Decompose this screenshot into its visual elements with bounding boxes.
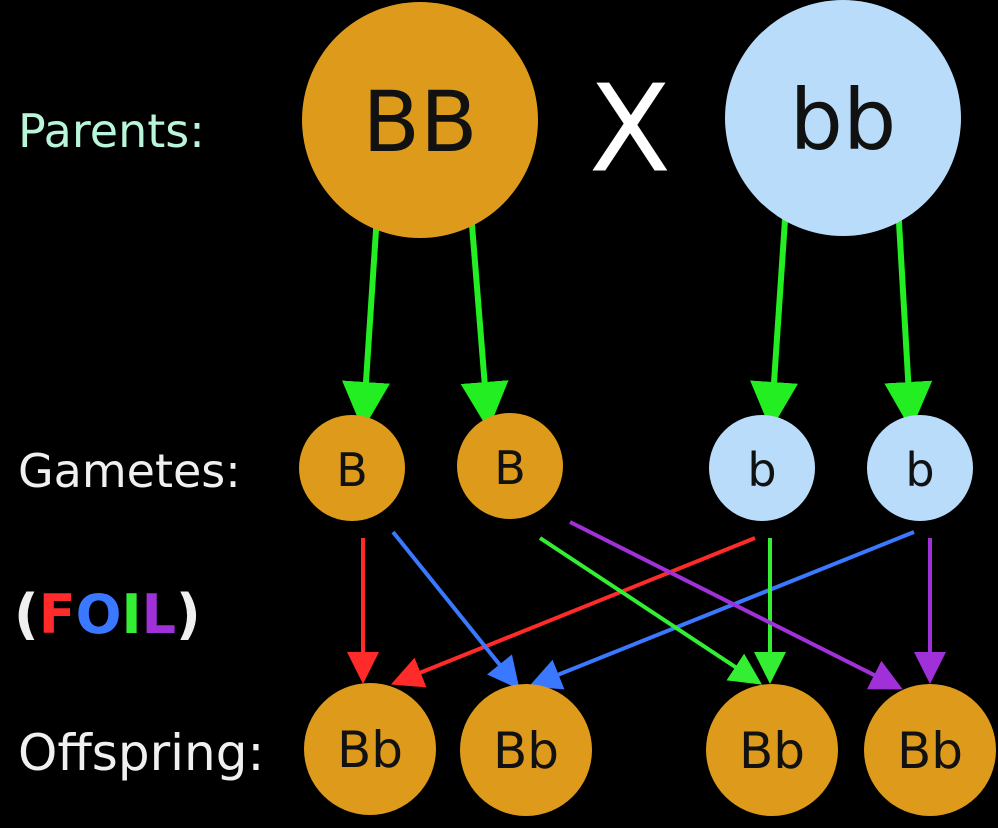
- parent-node-2: bb: [725, 0, 961, 236]
- arrow-parent1-gamete2: [460, 199, 509, 430]
- parent-1-genotype: BB: [362, 73, 477, 171]
- parent-2-genotype: bb: [790, 71, 897, 169]
- gamete-1-allele: B: [336, 443, 368, 497]
- offspring-node-4: Bb: [864, 684, 996, 816]
- arrow-parent1-gamete1: [342, 199, 390, 430]
- gamete-3-allele: b: [747, 443, 776, 497]
- foil-label: (FOIL): [14, 588, 201, 642]
- offspring-1-circle: [304, 683, 436, 815]
- parent-1-circle: [302, 2, 538, 238]
- offspring-2-genotype: Bb: [493, 722, 559, 780]
- foil-letter-i: I: [121, 583, 142, 646]
- foil-close-paren: ): [176, 583, 201, 646]
- gamete-2-circle: [457, 413, 563, 519]
- gamete-4-allele: b: [905, 443, 934, 497]
- offspring-node-3: Bb: [706, 684, 838, 816]
- offspring-node-2: Bb: [460, 684, 592, 816]
- gamete-2-allele: B: [494, 441, 526, 495]
- arrow-parent2-gamete4: [884, 204, 933, 430]
- gametes-row-label: Gametes:: [18, 444, 241, 498]
- foil-outer-arrow-2: [528, 530, 915, 690]
- foil-open-paren: (: [14, 583, 39, 646]
- foil-outer-arrow-1: [391, 530, 520, 690]
- offspring-4-genotype: Bb: [897, 722, 963, 780]
- foil-inner-arrow-1: [538, 536, 763, 685]
- foil-letter-l: L: [141, 583, 176, 646]
- gamete-4-circle: [867, 415, 973, 521]
- offspring-3-circle: [706, 684, 838, 816]
- gamete-node-4: b: [867, 415, 973, 521]
- gamete-node-3: b: [709, 415, 815, 521]
- cross-symbol: X: [589, 61, 671, 200]
- offspring-4-circle: [864, 684, 996, 816]
- foil-last-arrow-1: [569, 520, 903, 690]
- foil-letter-f: F: [38, 583, 76, 646]
- gamete-node-1: B: [299, 415, 405, 521]
- offspring-1-genotype: Bb: [337, 721, 403, 779]
- gamete-1-circle: [299, 415, 405, 521]
- parents-row-label: Parents:: [18, 104, 205, 158]
- foil-first-arrow-2: [390, 536, 756, 688]
- gamete-3-circle: [709, 415, 815, 521]
- offspring-node-1: Bb: [304, 683, 436, 815]
- offspring-3-genotype: Bb: [739, 722, 805, 780]
- parent-2-circle: [725, 0, 961, 236]
- offspring-row-label: Offspring:: [18, 724, 265, 782]
- foil-letter-o: O: [75, 583, 122, 646]
- arrow-parent2-gamete3: [750, 204, 798, 430]
- gamete-node-2: B: [457, 413, 563, 519]
- offspring-2-circle: [460, 684, 592, 816]
- parent-node-1: BB: [302, 2, 538, 238]
